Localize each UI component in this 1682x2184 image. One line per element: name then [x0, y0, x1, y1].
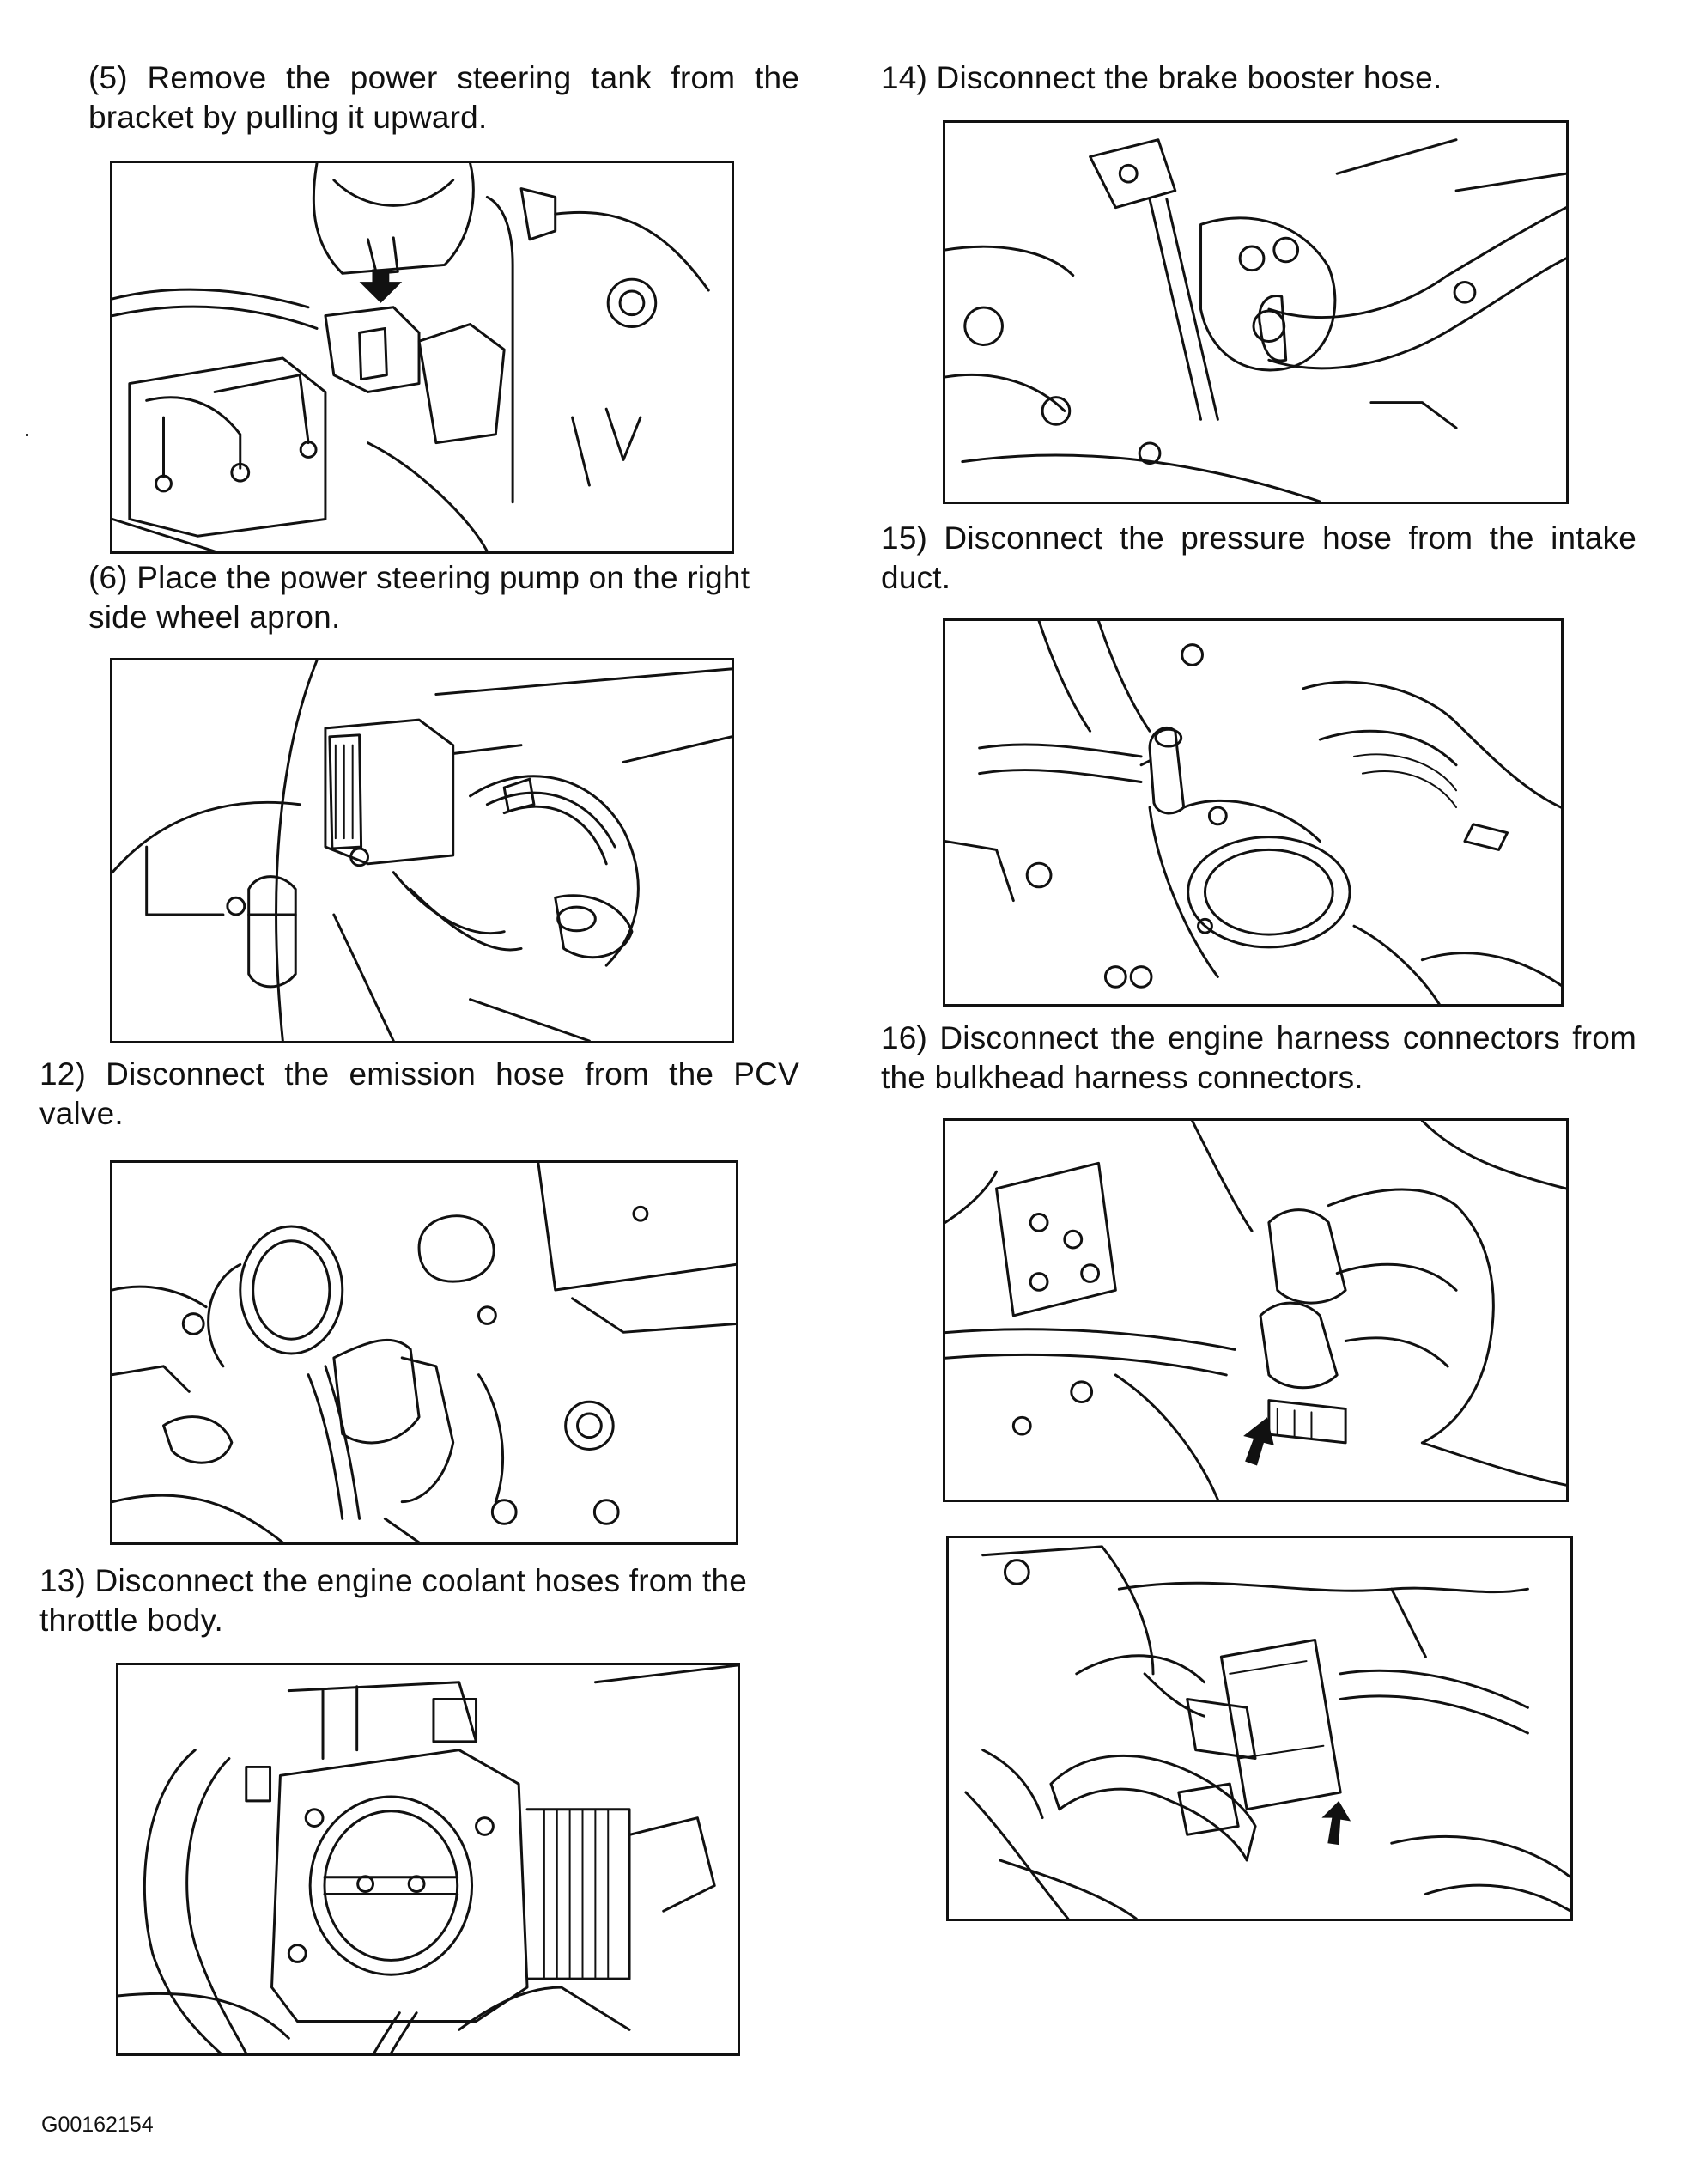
figure-harness-connectors-1: [943, 1118, 1569, 1502]
speck: [26, 434, 28, 436]
figure-intake-duct: [943, 618, 1564, 1007]
figure-power-steering-tank: [110, 161, 734, 554]
step-5-text: (5) Remove the power steering tank from …: [88, 60, 799, 135]
step-6-text: (6) Place the power steering pump on the…: [88, 560, 750, 635]
figure-harness-connectors-2: [946, 1536, 1573, 1921]
step-13-text: 13) Disconnect the engine coolant hoses …: [39, 1563, 748, 1638]
figure-throttle-body: [116, 1663, 740, 2056]
step-15-text: 15) Disconnect the pressure hose from th…: [881, 520, 1636, 595]
figure-pcv-valve: [110, 1160, 738, 1545]
figure-code: G00162154: [41, 2113, 154, 2137]
step-12-text: 12) Disconnect the emission hose from th…: [39, 1056, 799, 1131]
figure-power-steering-pump: [110, 658, 734, 1043]
step-16-text: 16) Disconnect the engine harness connec…: [881, 1020, 1636, 1095]
figure-brake-booster-hose: [943, 120, 1569, 504]
step-14-text: 14) Disconnect the brake booster hose.: [881, 60, 1442, 95]
